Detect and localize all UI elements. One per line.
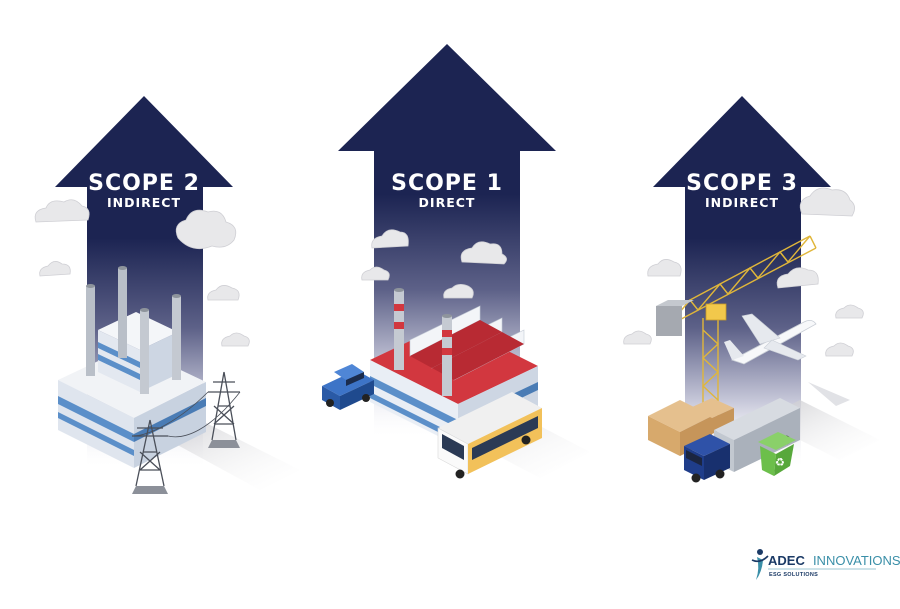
- car: [322, 364, 374, 410]
- cloud: [207, 285, 240, 301]
- cloud: [825, 342, 854, 357]
- bus: [437, 392, 542, 479]
- cloud: [34, 199, 90, 223]
- boxes: [648, 398, 734, 456]
- scope-1-title: SCOPE 1: [391, 171, 503, 196]
- cloud: [371, 229, 409, 249]
- brand-name-part1: ADEC: [768, 553, 805, 568]
- brand-person-icon: [751, 549, 769, 580]
- cloud: [175, 209, 237, 250]
- factory-illustration: [322, 288, 590, 479]
- brand-logo: ADEC INNOVATIONS ESG SOLUTIONS: [751, 549, 900, 580]
- cloud: [221, 332, 250, 347]
- cloud: [623, 330, 652, 345]
- cloud: [39, 261, 71, 277]
- recycle-bin: ♻: [758, 432, 796, 476]
- cloud: [647, 259, 682, 277]
- scope-3-title: SCOPE 3: [686, 171, 798, 196]
- brand-name-part2: INNOVATIONS: [813, 553, 900, 568]
- cloud: [776, 267, 819, 289]
- cloud: [361, 266, 390, 281]
- scope-3-arrow: SCOPE 3 INDIRECT: [653, 96, 831, 470]
- supply-chain-illustration: ♻: [648, 235, 880, 483]
- brand-name: ADEC INNOVATIONS: [768, 550, 900, 569]
- brand-tagline: ESG SOLUTIONS: [769, 572, 818, 578]
- scope-2-subtitle: INDIRECT: [107, 195, 181, 210]
- cloud: [460, 241, 507, 265]
- cloud: [443, 284, 474, 299]
- pylon: [132, 419, 168, 487]
- recycle-icon: ♻: [775, 456, 785, 469]
- airplane: [724, 313, 817, 365]
- scope-1-subtitle: DIRECT: [419, 195, 476, 210]
- scope-2-title: SCOPE 2: [88, 171, 200, 196]
- scope-3-subtitle: INDIRECT: [705, 195, 779, 210]
- cloud: [799, 187, 855, 217]
- pylon: [208, 371, 240, 441]
- clouds: [34, 187, 864, 357]
- power-plant-illustration: [58, 266, 300, 494]
- cloud: [835, 304, 864, 319]
